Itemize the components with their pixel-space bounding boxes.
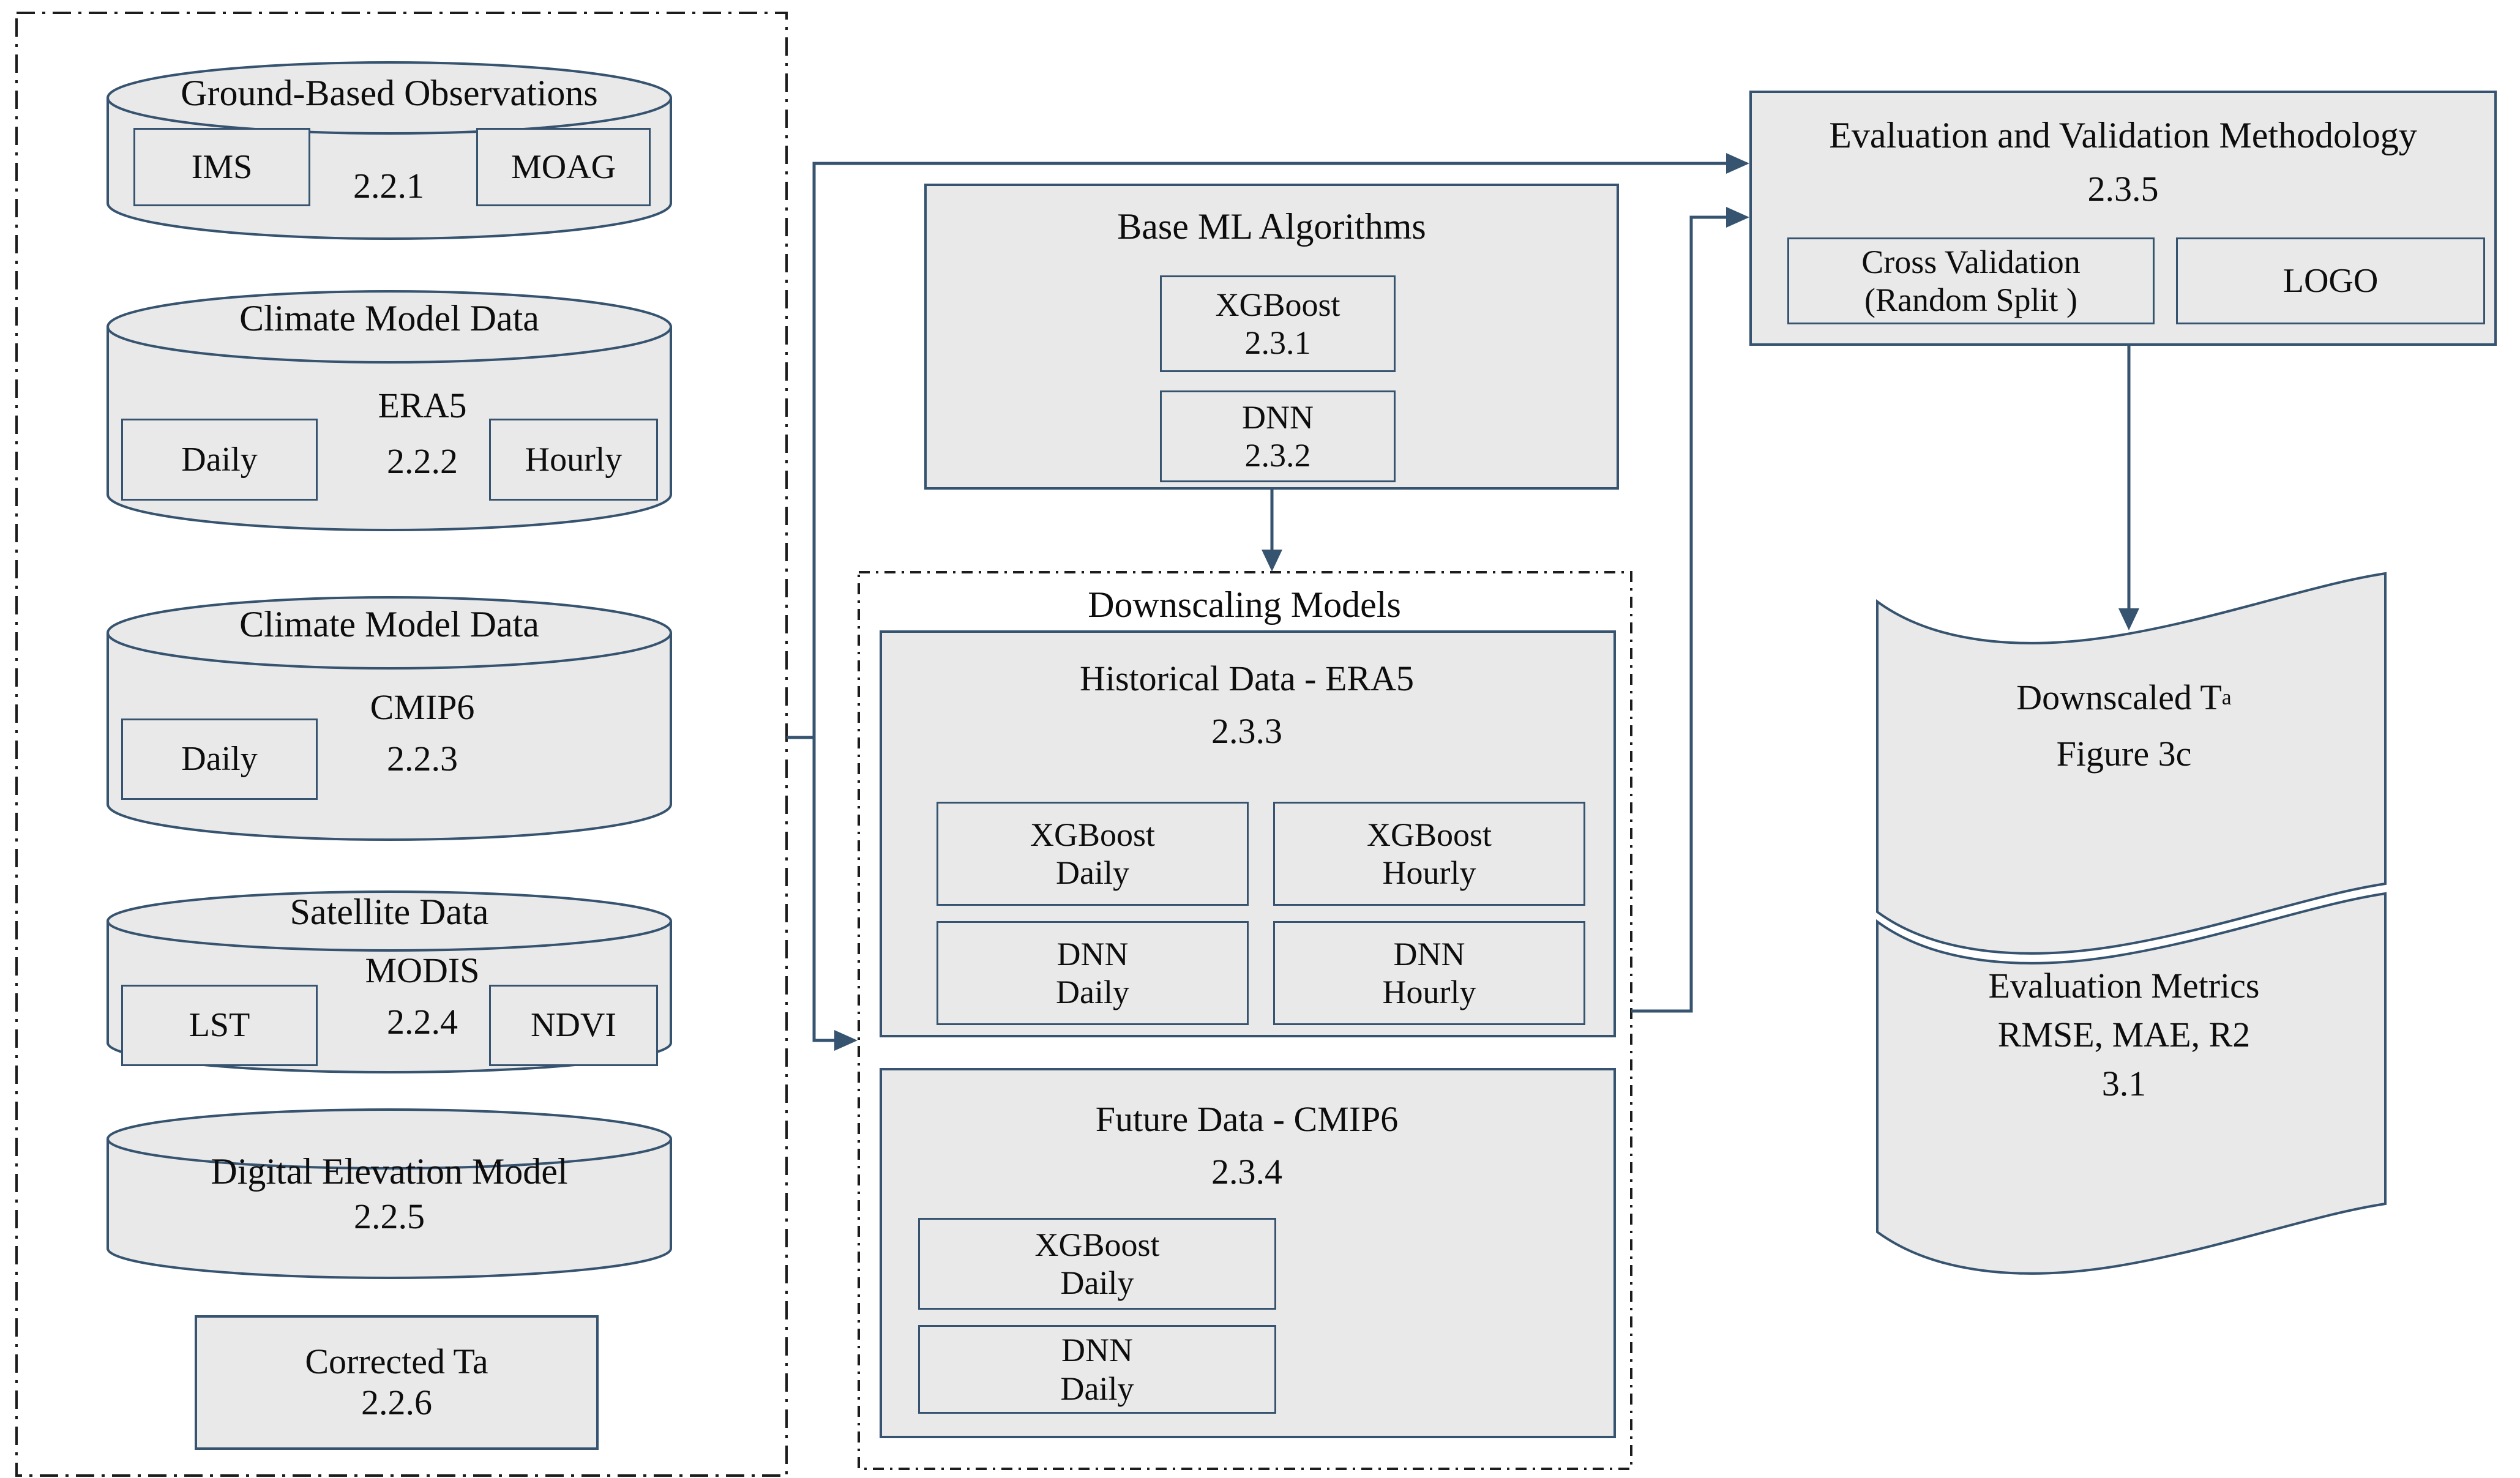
- downscaled-ta-line2: Figure 3c: [2056, 733, 2192, 774]
- evaluation-title: Evaluation and Validation Methodology: [1829, 114, 2417, 155]
- arrowhead-into-evaluation-bottom: [1726, 207, 1749, 228]
- cmip6-daily-label: Daily: [181, 740, 258, 778]
- downscaling-models-title: Downscaling Models: [1088, 584, 1401, 625]
- lst-box: LST: [121, 985, 318, 1066]
- connector-downscaling-to-evaluation: [1631, 215, 1730, 1013]
- downscaled-ta-text: Downscaled T: [2016, 677, 2222, 717]
- era5-daily-box: Daily: [121, 419, 318, 501]
- hist-dnn-hourly-box: DNN Hourly: [1273, 921, 1585, 1025]
- section-code: 2.2.1: [353, 165, 424, 206]
- cross-validation-box: Cross Validation (Random Split ): [1787, 237, 2155, 324]
- dataset-name: CMIP6: [370, 687, 475, 727]
- dataset-name: ERA5: [378, 385, 467, 425]
- era5-daily-label: Daily: [181, 440, 258, 479]
- ndvi-label: NDVI: [531, 1006, 616, 1045]
- dataset-name: MODIS: [365, 950, 480, 990]
- arrowhead-into-evaluation-top: [1726, 153, 1749, 174]
- model-line2: Daily: [1056, 974, 1129, 1010]
- cylinder-title: Satellite Data: [290, 891, 489, 932]
- era5-hourly-box: Hourly: [489, 419, 658, 501]
- model-line2: Daily: [1060, 1264, 1134, 1301]
- hist-xgboost-daily-box: XGBoost Daily: [937, 802, 1249, 906]
- wave-shape-downscaled-ta: [1876, 572, 2387, 955]
- model-line2: Daily: [1056, 854, 1129, 891]
- section-code: 2.2.3: [387, 738, 458, 778]
- dnn-code: 2.3.2: [1244, 437, 1311, 474]
- historical-code: 2.3.3: [1211, 711, 1282, 751]
- section-code: 2.2.5: [354, 1196, 425, 1236]
- moag-box: MOAG: [476, 128, 651, 206]
- section-code: 2.2.4: [387, 1001, 458, 1042]
- xgboost-label: XGBoost: [1215, 286, 1340, 323]
- dnn-label: DNN: [1242, 398, 1314, 436]
- cylinder-title: Digital Elevation Model: [211, 1151, 568, 1192]
- downscaled-ta-subscript: a: [2221, 685, 2232, 710]
- section-code: 2.2.2: [387, 441, 458, 481]
- corrected-ta-box: Corrected Ta 2.2.6: [195, 1315, 599, 1450]
- model-line2: Hourly: [1382, 974, 1476, 1010]
- wave-shape-evaluation-metrics: [1876, 892, 2387, 1275]
- moag-label: MOAG: [510, 147, 616, 186]
- base-ml-title: Base ML Algorithms: [1117, 206, 1426, 247]
- evaluation-metrics-line3: 3.1: [2101, 1063, 2147, 1103]
- hist-xgboost-hourly-box: XGBoost Hourly: [1273, 802, 1585, 906]
- model-line1: XGBoost: [1030, 816, 1156, 853]
- cmip6-daily-box: Daily: [121, 718, 318, 800]
- ims-box: IMS: [133, 128, 310, 206]
- cylinder-title: Ground-Based Observations: [181, 72, 598, 113]
- xgboost-code: 2.3.1: [1244, 324, 1311, 361]
- arrowhead-into-output-wave: [2118, 608, 2139, 630]
- arrowhead-baseml-down: [1262, 550, 1282, 572]
- corrected-ta-label: Corrected Ta: [305, 1342, 488, 1382]
- xgboost-231-box: XGBoost 2.3.1: [1160, 275, 1396, 372]
- future-xgboost-daily-box: XGBoost Daily: [918, 1218, 1276, 1310]
- logo-box: LOGO: [2176, 237, 2485, 324]
- future-code: 2.3.4: [1211, 1151, 1282, 1192]
- evaluation-metrics-line1: Evaluation Metrics: [1988, 965, 2260, 1006]
- connector-data-sources: [787, 162, 1730, 1042]
- hist-dnn-daily-box: DNN Daily: [937, 921, 1249, 1025]
- model-line1: DNN: [1056, 935, 1129, 972]
- arrowhead-into-downscaling: [834, 1030, 858, 1051]
- model-line2: Hourly: [1382, 854, 1476, 891]
- evaluation-metrics-line2: RMSE, MAE, R2: [1997, 1014, 2251, 1054]
- cylinder-digital-elevation-model: [107, 1108, 672, 1279]
- data-sources-dashed-container: [15, 12, 788, 1477]
- evaluation-code: 2.3.5: [2087, 168, 2159, 209]
- corrected-ta-code: 2.2.6: [361, 1383, 432, 1422]
- era5-hourly-label: Hourly: [525, 440, 623, 479]
- ims-label: IMS: [191, 147, 253, 186]
- historical-title: Historical Data - ERA5: [1079, 658, 1414, 698]
- future-title: Future Data - CMIP6: [1095, 1099, 1399, 1139]
- lst-label: LST: [189, 1006, 250, 1045]
- ndvi-box: NDVI: [489, 985, 658, 1066]
- future-dnn-daily-box: DNN Daily: [918, 1325, 1276, 1414]
- cylinder-title: Climate Model Data: [239, 297, 539, 338]
- model-line1: DNN: [1393, 935, 1465, 972]
- logo-label: LOGO: [2283, 261, 2379, 300]
- downscaling-dashed-container: [858, 571, 1632, 1470]
- cylinder-title: Climate Model Data: [239, 603, 539, 644]
- cross-validation-line2: (Random Split ): [1864, 282, 2077, 318]
- dnn-232-box: DNN 2.3.2: [1160, 390, 1396, 482]
- cross-validation-line1: Cross Validation: [1861, 243, 2081, 280]
- model-line2: Daily: [1060, 1370, 1134, 1407]
- model-line1: XGBoost: [1366, 816, 1492, 853]
- model-line1: XGBoost: [1034, 1226, 1160, 1263]
- model-line1: DNN: [1061, 1332, 1133, 1369]
